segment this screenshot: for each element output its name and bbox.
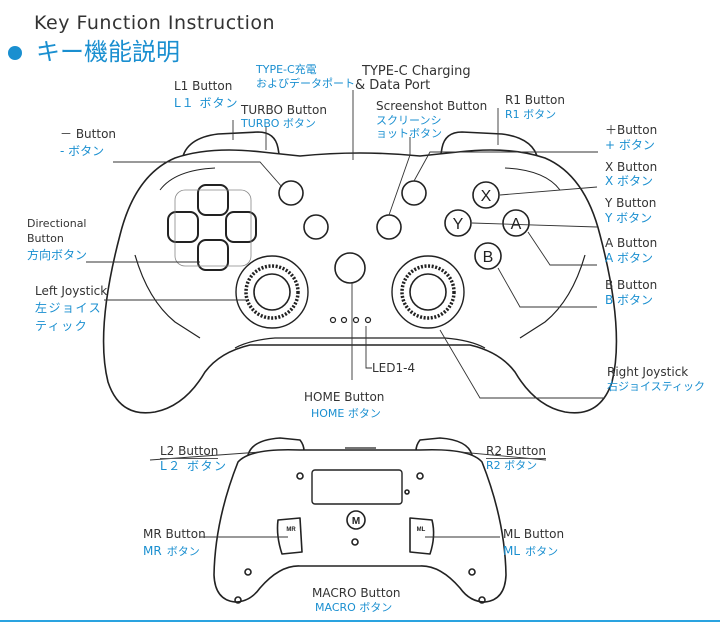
typec-label-jp-2: およびデータポート [256,77,355,90]
b-label-jp: B ボタン [605,293,654,307]
left-joystick-label-jp-2: ティック [35,319,89,333]
mr-paddle [276,517,303,555]
right-joystick-label: Right Joystick [607,365,689,379]
a-label-jp: A ボタン [605,251,654,265]
y-label-jp: Y ボタン [605,211,653,225]
home-label: HOME Button [304,390,385,404]
title-bullet [8,46,22,60]
x-label-jp: X ボタン [605,174,654,188]
plus-label-jp: + ボタン [605,138,655,152]
right-joystick [391,255,465,329]
minus-label-jp: - ボタン [60,144,105,158]
home-label-jp: HOME ボタン [311,407,381,420]
y-button-glyph: Y [453,216,464,233]
l1-label: L1 Button [174,79,233,93]
leader-lines [86,90,605,538]
dpad-label-1: Directional [27,217,87,230]
plus-button-shape [401,180,427,206]
screenshot-label: Screenshot Button [376,99,488,113]
right-joystick-label-jp: 右ジョイスティック [607,380,706,393]
x-label: X Button [605,160,658,174]
minus-label: － Button [60,127,117,141]
plus-label: ＋Button [605,123,658,137]
dpad-label-jp: 方向ボタン [27,248,88,262]
macro-label: MACRO Button [312,586,401,600]
r1-label: R1 Button [505,93,565,107]
b-button-glyph: B [483,249,494,266]
l1-label-jp: L１ ボタン [174,96,239,110]
turbo-label-jp: TURBO ボタン [241,117,316,130]
screenshot-label-jp-2: ョットボタン [376,127,442,140]
a-button-shape [502,209,530,237]
y-label: Y Button [605,196,657,210]
m-button-glyph: M [352,516,360,527]
ml-paddle [409,517,435,555]
mr-label: MR Button [143,527,206,541]
turbo-label: TURBO Button [241,103,327,117]
bottom-divider [0,620,720,622]
y-button-shape [444,209,472,237]
led-label: LED1-4 [372,361,416,375]
a-button-glyph: A [511,216,522,233]
screenshot-label-jp-1: スクリーンシ [376,114,442,127]
left-joystick [235,255,309,329]
ml-label: ML Button [503,527,565,541]
left-joystick-label-jp-1: 左ジョイス [35,301,103,315]
mr-glyph: MR [286,527,296,533]
x-button-glyph: X [481,188,492,205]
ml-label-jp-word: ボタン [525,545,559,558]
r1-label-jp: R1 ボタン [505,108,557,121]
left-joystick-label: Left Joystick [35,284,108,298]
typec-label-jp-1: TYPE-C充電 [256,63,317,76]
r2-label: R2 Button [486,444,546,459]
a-label: A Button [605,236,658,250]
mr-label-jp-word: ボタン [166,545,200,558]
ml-label-jp-code: ML [503,544,521,558]
ml-label-jp: ML ボタン [503,542,558,558]
r2-label-jp: R2 ボタン [486,459,538,472]
turbo-button-shape [303,214,329,240]
typec-label-1: TYPE-C Charging [362,64,471,79]
mr-label-jp-code: MR [143,544,162,558]
l2-label: L2 Button [160,444,219,459]
typec-label-2: & Data Port [355,78,431,93]
mr-label-jp: MR ボタン [143,542,200,558]
controller-body [102,149,618,414]
b-button-shape [474,242,502,270]
l2-label-jp: L２ ボタン [160,459,228,473]
page-title-jp: キー機能説明 [36,38,180,66]
b-label: B Button [605,278,658,292]
home-button-shape [334,252,366,284]
x-button-shape [472,181,500,209]
m-button-shape [346,510,366,530]
ml-glyph: ML [417,527,426,533]
dpad-label-2: Button [27,232,64,245]
page-title: Key Function Instruction [34,12,276,34]
minus-button-shape [278,180,304,206]
macro-label-jp: MACRO ボタン [315,601,393,614]
dpad [167,184,257,271]
led-indicators [329,316,372,324]
screenshot-button-shape [376,214,402,240]
